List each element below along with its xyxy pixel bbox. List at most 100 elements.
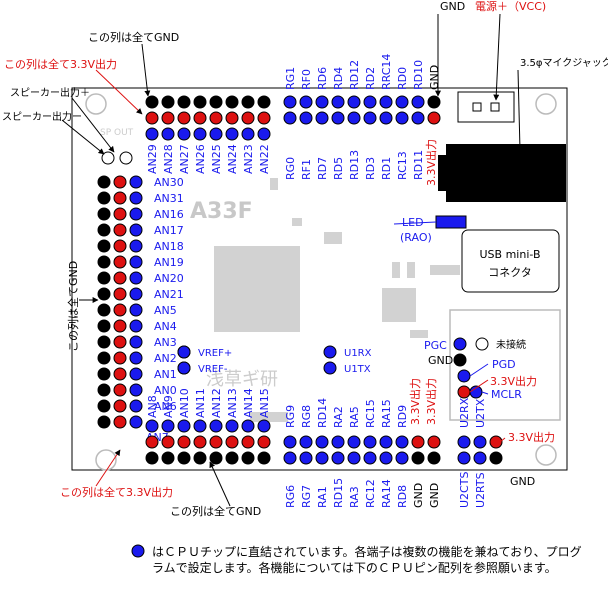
vcc-pin	[113, 303, 127, 317]
led	[435, 215, 467, 229]
vcc-pin	[241, 435, 255, 449]
leader-line	[469, 363, 489, 377]
cpu-pin	[379, 95, 393, 109]
an-label: AN26	[194, 144, 207, 174]
vcc-pin	[411, 435, 425, 449]
cpu-pin	[299, 95, 313, 109]
component	[382, 288, 416, 322]
pin-label-lower: RG7	[300, 485, 313, 508]
pin-label-lower: RA3	[348, 486, 361, 508]
v33-mid-a-label: 3.3V出力	[408, 378, 422, 425]
gnd-pin	[97, 287, 111, 301]
vcc-top-label: 電源＋（VCC)	[475, 0, 546, 13]
pgd-label: PGD	[492, 358, 516, 371]
cpu-pin	[177, 361, 191, 375]
cpu-pin	[299, 451, 313, 465]
vcc-pin	[257, 111, 271, 125]
pin-label-upper: RD6	[316, 67, 329, 90]
cpu-pin	[161, 419, 175, 433]
an-label: AN17	[154, 224, 184, 237]
led-label: LED	[402, 216, 424, 229]
pin-label-upper: U2TX	[474, 398, 487, 428]
cpu-pin	[379, 435, 393, 449]
cpu-pin	[283, 95, 297, 109]
pin-label-lower: RD8	[396, 485, 409, 508]
cpu-pin	[129, 191, 143, 205]
gnd-pin	[97, 415, 111, 429]
vcc-pin	[113, 175, 127, 189]
cpu-pin	[331, 95, 345, 109]
an-label: AN1	[154, 368, 177, 381]
pgc-pin	[453, 337, 467, 351]
usb-label: USB mini-B	[480, 248, 541, 261]
cpu-pin	[129, 239, 143, 253]
vcc-pin	[161, 435, 175, 449]
cpu-pin	[379, 111, 393, 125]
vcc-pin	[113, 223, 127, 237]
pin-label-upper: RD0	[396, 67, 409, 90]
pin-label-lower: RD3	[364, 157, 377, 180]
vcc-pin	[145, 435, 159, 449]
gnd-pin	[97, 367, 111, 381]
pin-label-lower: RC12	[364, 479, 377, 508]
gnd-top-label: GND	[440, 0, 465, 13]
pin-label-lower: RD7	[316, 157, 329, 180]
gnd-pin	[97, 239, 111, 253]
cpu-pin	[283, 111, 297, 125]
mounting-hole	[535, 444, 557, 466]
pin-label-lower: RG6	[284, 485, 297, 508]
all-gnd-bottom-label: この列は全てGND	[170, 504, 261, 518]
gnd-pin	[97, 223, 111, 237]
cpu-pin	[411, 111, 425, 125]
mic-jack	[446, 144, 566, 202]
an-label: AN29	[146, 144, 159, 174]
an-label: AN10	[178, 388, 191, 418]
all-33-top-label: この列は全て3.3V出力	[4, 57, 117, 71]
cpu-pin	[411, 95, 425, 109]
leader-line	[61, 119, 105, 155]
leader-line	[71, 97, 115, 153]
pin-label-upper: RF0	[300, 69, 313, 90]
pin-label-upper: RD12	[348, 60, 361, 90]
pin-label-lower: RF1	[300, 159, 313, 180]
cpu-pin	[129, 415, 143, 429]
power-pin	[472, 102, 482, 112]
cpu-pin	[129, 207, 143, 221]
cpu-pin	[193, 419, 207, 433]
cpu-pin	[323, 345, 337, 359]
pin-label-lower: RA14	[380, 479, 393, 508]
vcc-pin	[113, 351, 127, 365]
cpu-pin	[315, 451, 329, 465]
vcc-pin	[225, 435, 239, 449]
cpu-pin	[257, 419, 271, 433]
component	[392, 262, 400, 278]
an-label: AN3	[154, 336, 177, 349]
cpu-pin	[363, 451, 377, 465]
speaker-plus-label: スピーカー出力＋	[10, 86, 90, 99]
cpu-pin	[473, 435, 487, 449]
pin-label-upper: GND	[428, 65, 441, 90]
vcc-pin	[193, 111, 207, 125]
cpu-pin	[363, 435, 377, 449]
cpu-pin	[129, 399, 143, 413]
vcc-pin	[113, 239, 127, 253]
gnd-pin	[257, 95, 271, 109]
pgd-pin	[457, 369, 471, 383]
gnd-pin	[453, 353, 467, 367]
gnd-pin	[97, 319, 111, 333]
cpu-pin	[283, 451, 297, 465]
vcc-pin	[427, 435, 441, 449]
component	[407, 262, 415, 278]
pin-label-lower: GND	[412, 483, 425, 508]
pin-label-lower: RA1	[316, 486, 329, 508]
cpu-pin	[363, 111, 377, 125]
cpu-pin	[129, 319, 143, 333]
gnd-pin	[193, 95, 207, 109]
gnd-pin	[97, 207, 111, 221]
vcc-pin	[113, 319, 127, 333]
gnd-pin	[225, 95, 239, 109]
pin-label-upper: RG9	[284, 405, 297, 428]
cpu-pin	[161, 127, 175, 141]
pin-label-upper: RG1	[284, 67, 297, 90]
vref-plus-label: VREF+	[198, 348, 232, 359]
